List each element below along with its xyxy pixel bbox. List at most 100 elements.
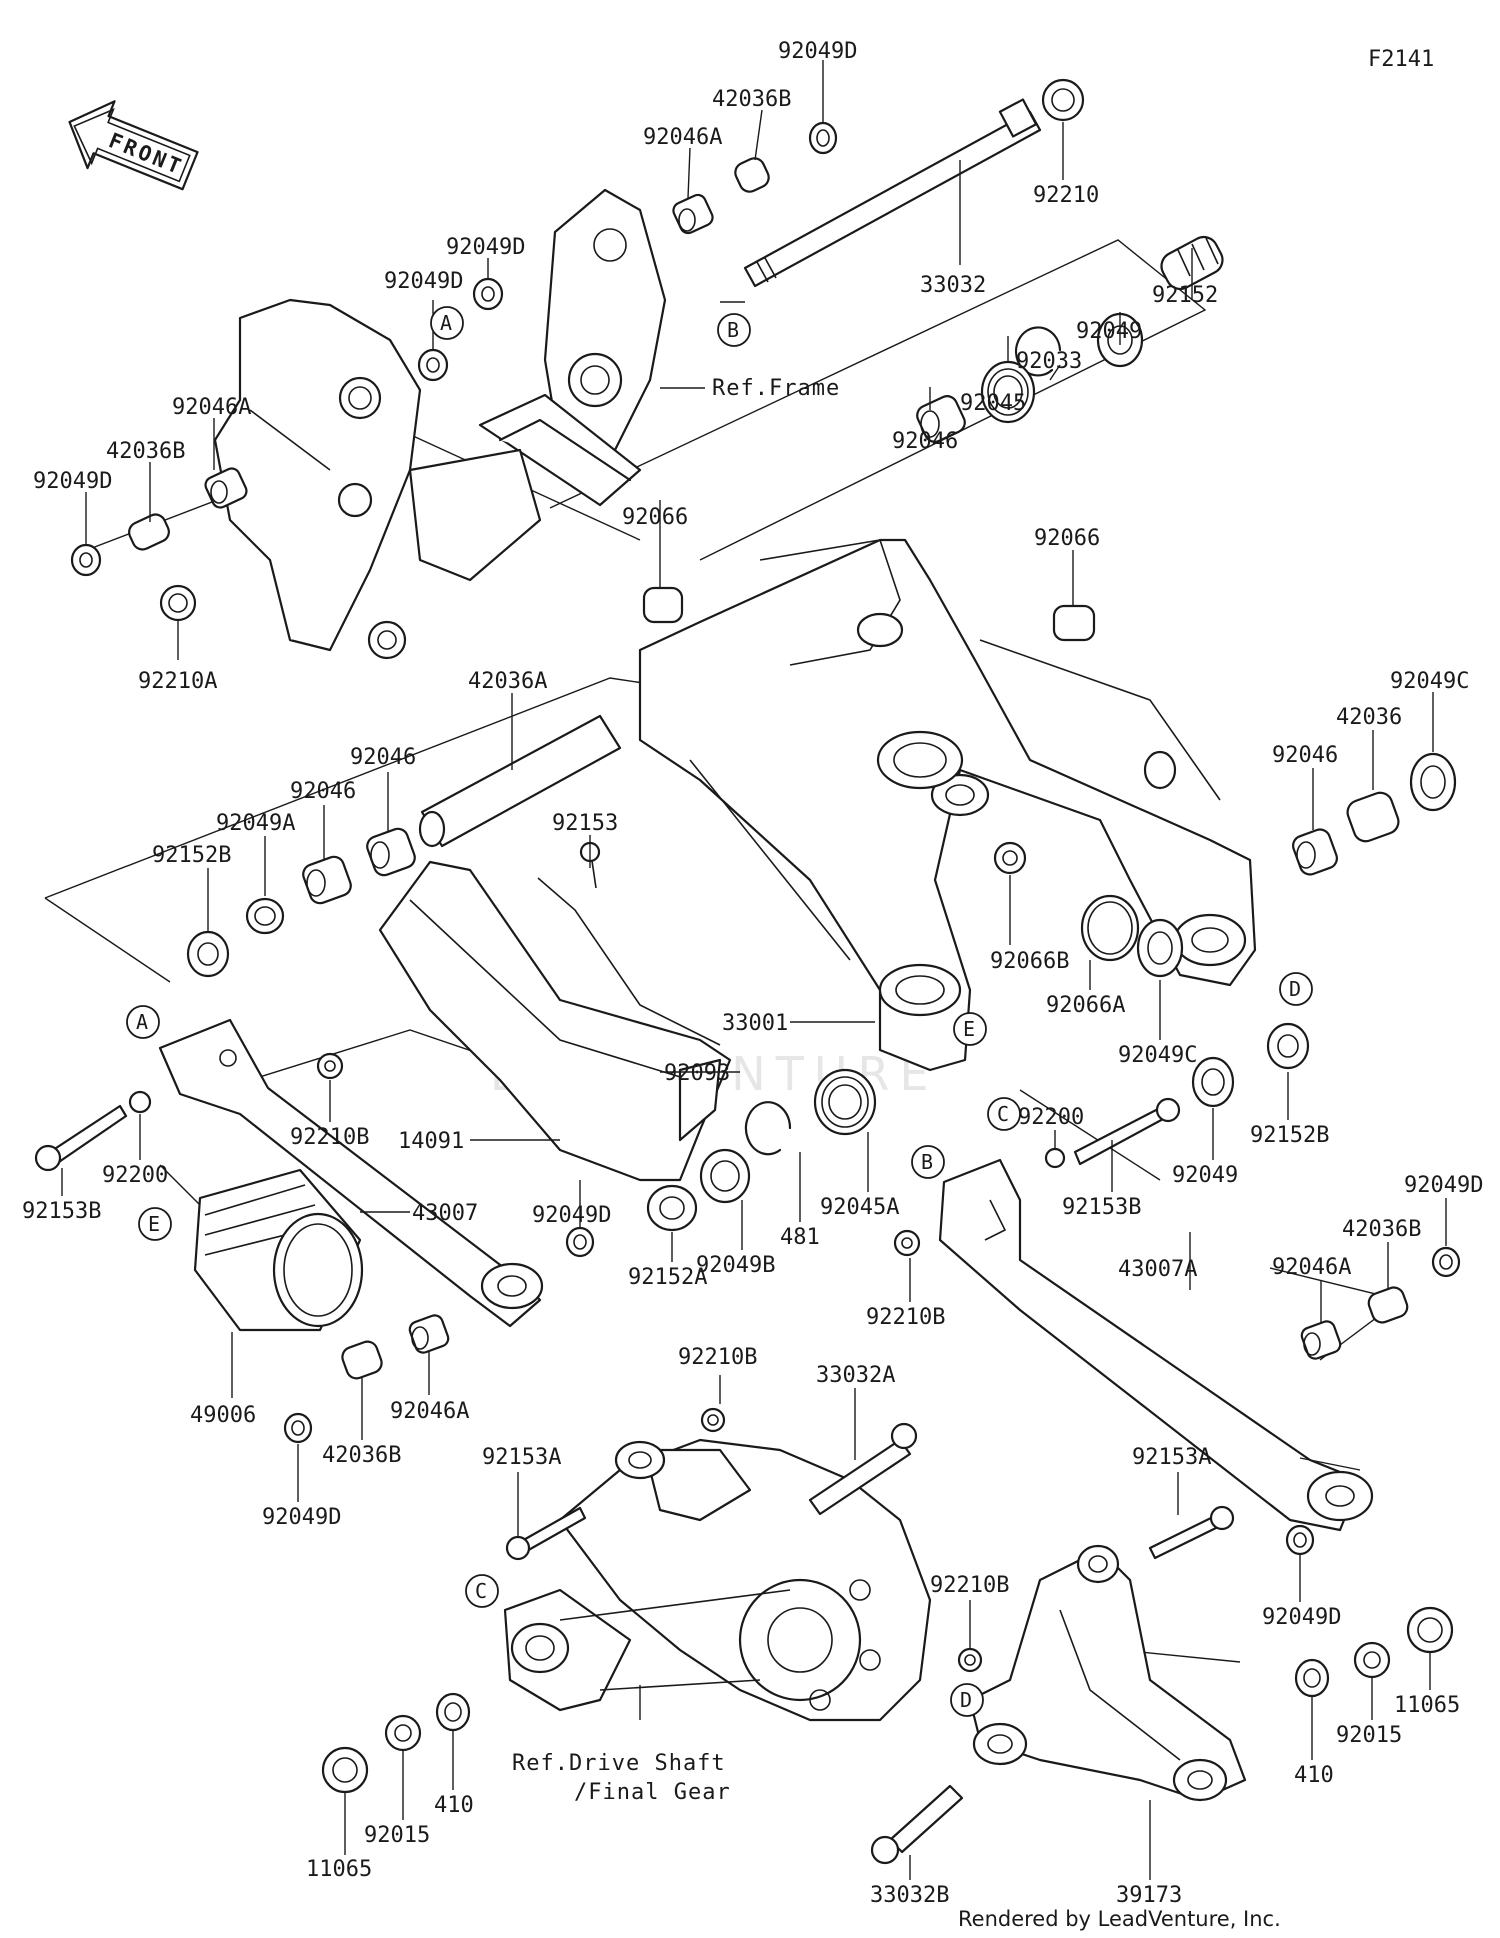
part-92049B-seal [699,1148,751,1204]
part-92210B-nut-b [700,1407,726,1433]
svg-text:B: B [727,318,739,342]
part-92033-circlip [1015,326,1062,377]
label-92049D-br: 92049D [1262,1605,1341,1630]
front-arrow-icon: FRONT [68,100,199,191]
label-92015-r: 92015 [1336,1723,1402,1748]
part-92045A-bearing [813,1068,877,1136]
callout-D-bottom: D [950,1683,984,1717]
label-42036-r: 42036 [1336,705,1402,730]
part-92210B-nut-br [957,1647,983,1673]
part-92045-bearing [980,360,1036,424]
callout-B-top: B [717,313,751,347]
part-92210-nut [1041,78,1085,122]
label-92049D-top: 92049D [778,39,857,64]
label-410-r: 410 [1294,1763,1334,1788]
callout-E-mid: E [953,1012,987,1046]
part-42036A-collar [418,714,622,848]
label-42036B-top: 42036B [712,87,791,112]
label-92153B-r: 92153B [1062,1195,1141,1220]
ref-drive-shaft-label: Ref.Drive Shaft [512,1751,726,1776]
part-92049D-washer-top [808,121,838,155]
label-92049D-m: 92049D [532,1203,611,1228]
part-49006-boot [193,1168,364,1332]
label-92049: 92049 [1076,319,1142,344]
part-number-labels: 92049D 42036B 92046A 92210 33032 92049D … [22,39,1483,1908]
label-92210B-b: 92210B [678,1345,757,1370]
final-gear-case [503,1438,932,1722]
diagram-code: F2141 [1368,47,1434,72]
label-92066B: 92066B [990,949,1069,974]
label-92049D-bl: 92049D [262,1505,341,1530]
label-410-l: 410 [434,1793,474,1818]
label-92210B-m: 92210B [866,1305,945,1330]
label-92210A: 92210A [138,669,217,694]
label-92049D-l: 92049D [33,469,112,494]
part-43007A-rod [938,1158,1374,1532]
label-39173: 39173 [1116,1883,1182,1908]
part-92152B-boot-r [1266,1022,1310,1070]
part-92066-cap-r [1052,604,1096,642]
label-92153A-l: 92153A [482,1445,561,1470]
label-92093: 92093 [664,1061,730,1086]
part-14091-cover [378,860,732,1182]
label-92049A: 92049A [216,811,295,836]
part-11065-cap-l [321,1746,369,1794]
part-42036B-collar-l [128,513,170,551]
ref-final-gear-label: /Final Gear [574,1780,731,1805]
callout-D-right: D [1279,972,1313,1006]
label-14091: 14091 [398,1129,464,1154]
part-33032A-bolt [808,1422,918,1516]
part-42036B-collar-b [341,1340,383,1380]
leader-lines [61,60,1447,1880]
part-92046-bearing-m1 [366,827,416,877]
part-92153A-bolt-r [1148,1505,1235,1560]
frame-bracket-left [213,298,542,660]
part-92153B-bolt-l [34,1104,128,1172]
part-92046-bearing-r [916,395,966,443]
label-92066-l: 92066 [622,505,688,530]
part-92015-nut-r [1353,1641,1391,1679]
part-410-washer-l [435,1692,471,1732]
part-92066A-cap [1080,894,1140,962]
label-92210: 92210 [1033,183,1099,208]
part-92049D-washer-m [565,1226,595,1258]
label-42036B-rr: 42036B [1342,1217,1421,1242]
part-92049D-washer-c [417,348,449,382]
label-33032B: 33032B [870,1883,949,1908]
label-42036A: 42036A [468,669,547,694]
part-92049A-seal [245,897,285,935]
part-92046A-bearing-top [672,193,714,235]
label-92200-l: 92200 [102,1163,168,1188]
callout-A-left: A [126,1005,160,1039]
part-92046A-bearing-l [204,467,248,509]
label-92046-m1: 92046 [350,745,416,770]
label-42036B-b: 42036B [322,1443,401,1468]
callout-A-top: A [430,306,464,340]
label-11065-r: 11065 [1394,1693,1460,1718]
part-92049C-seal-m [1136,918,1184,978]
svg-text:C: C [997,1102,1009,1126]
part-33032B-bolt [870,1784,964,1865]
label-92153: 92153 [552,811,618,836]
part-410-washer-r [1294,1658,1330,1698]
svg-text:D: D [960,1688,972,1712]
part-42036B-collar-top [734,157,770,193]
credit-text: Rendered by LeadVenture, Inc. [958,1907,1281,1931]
part-92049D-washer-l [70,543,102,577]
part-33032-axle [743,98,1042,288]
label-92152A: 92152A [628,1265,707,1290]
callout-B-right: B [911,1145,945,1179]
part-92210B-nut-m [893,1229,921,1257]
callout-E-left: E [138,1207,172,1241]
part-92049-seal-r [1191,1056,1235,1108]
label-92066-r: 92066 [1034,526,1100,551]
frame-bracket-right [478,188,667,507]
label-92066A: 92066A [1046,993,1125,1018]
part-92200-washer-l [128,1090,152,1114]
svg-text:E: E [148,1212,160,1236]
label-43007A: 43007A [1118,1257,1197,1282]
label-43007: 43007 [412,1201,478,1226]
part-42036B-collar-rr [1367,1286,1409,1324]
part-42036-collar-r [1346,791,1400,843]
